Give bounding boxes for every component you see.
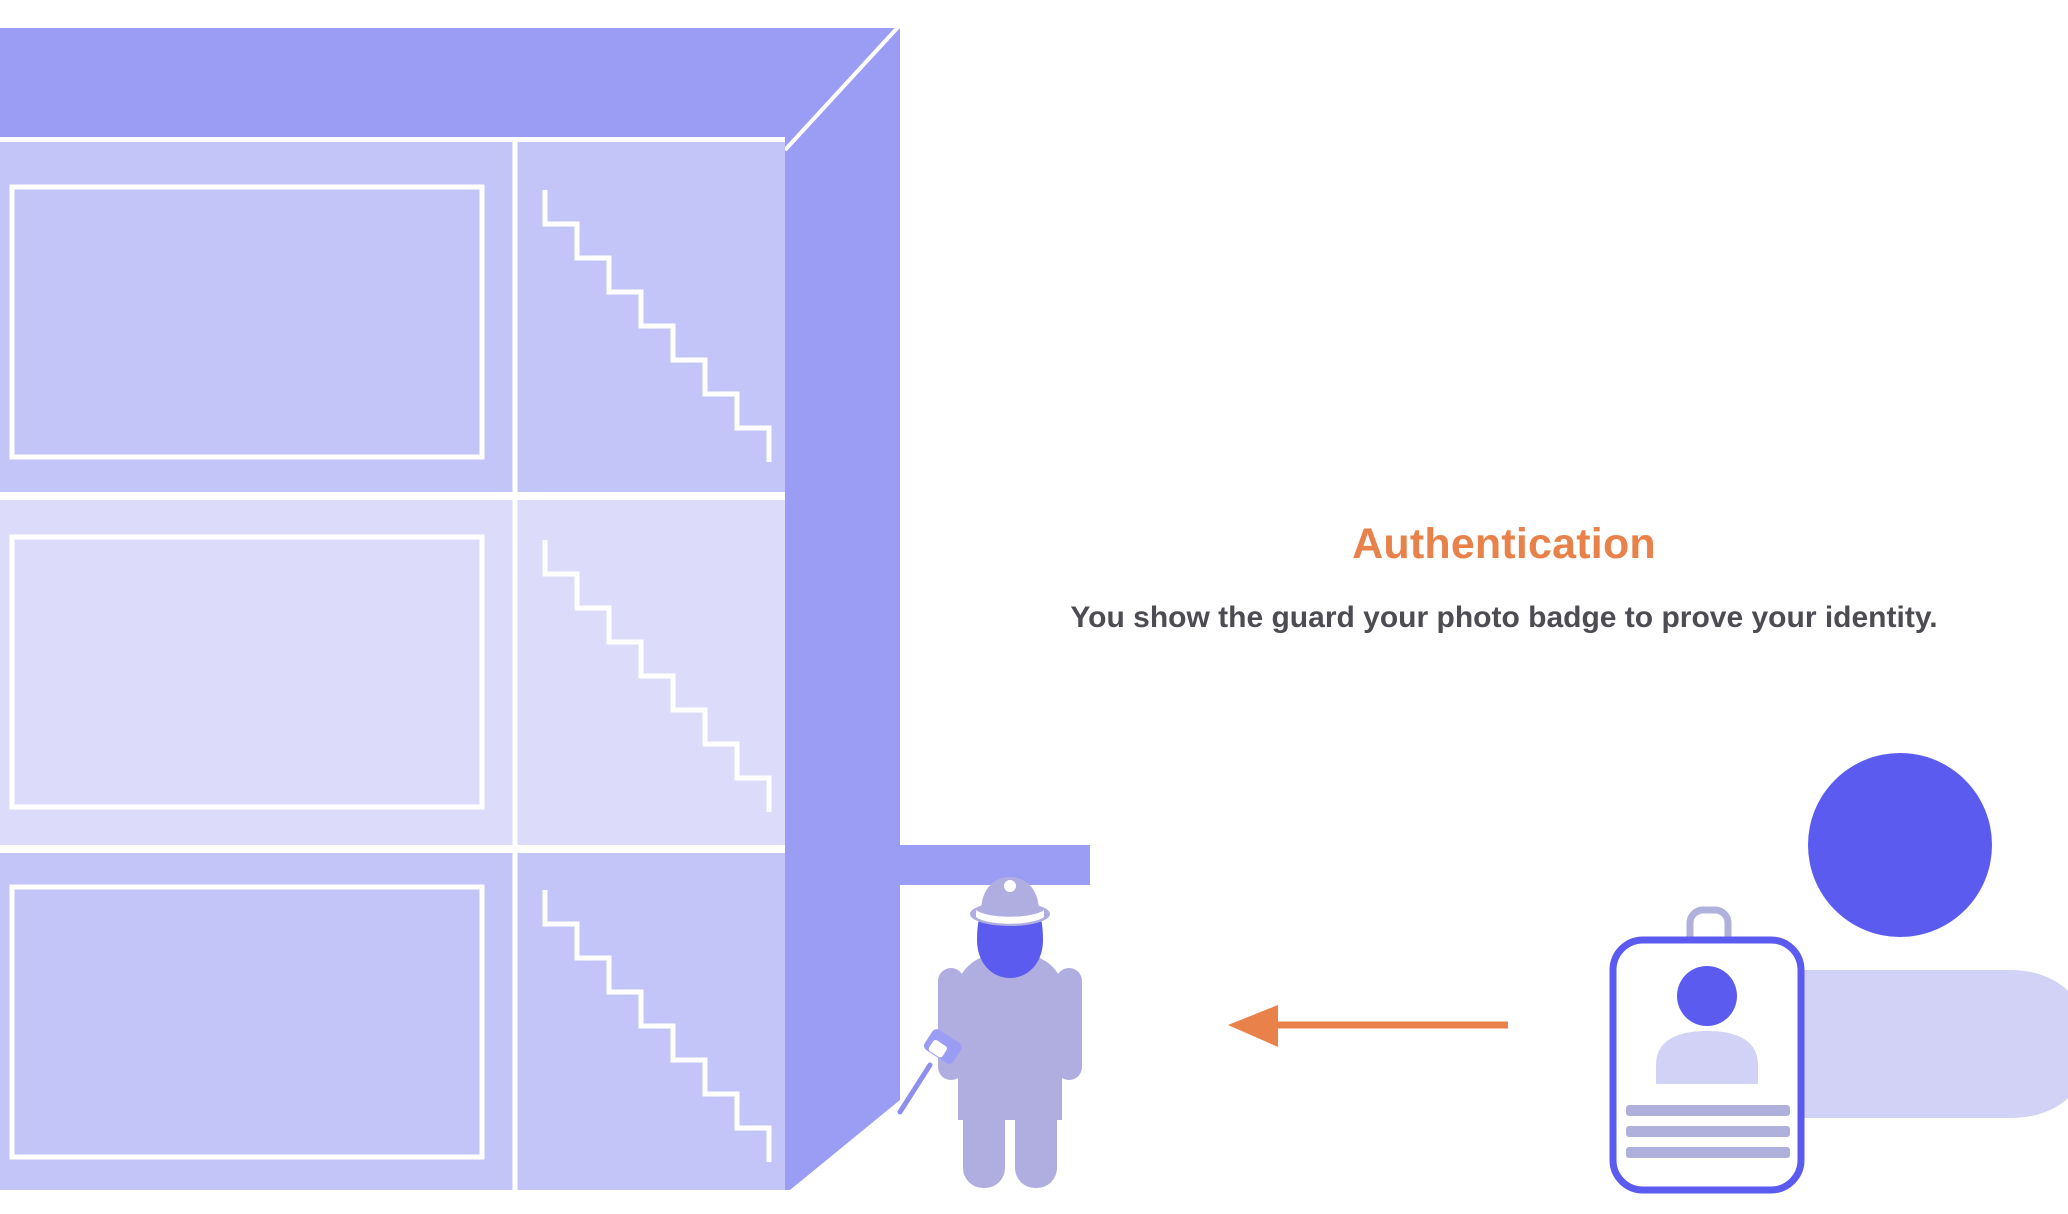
- badge-photo-shoulders-icon: [1656, 1031, 1758, 1084]
- badge-photo-head-icon: [1677, 966, 1737, 1026]
- guard-flashlight-beam: [897, 1062, 933, 1115]
- building-roof: [0, 28, 900, 137]
- guard-right-leg: [1015, 1078, 1057, 1188]
- floor-2-staircase: [542, 540, 772, 812]
- floor-1-room-outline: [9, 884, 485, 1160]
- floor-separator-2-1: [0, 845, 785, 853]
- entrance-canopy: [790, 845, 1090, 885]
- floor-3-room-outline: [9, 184, 485, 460]
- floor-separator-3-2: [0, 492, 785, 500]
- visitor-avatar: [1780, 753, 2068, 1118]
- floor-1-staircase: [542, 890, 772, 1162]
- guard-right-arm: [1056, 968, 1082, 1080]
- arrow-head-left-icon: [1228, 1005, 1278, 1047]
- floor-2-room-outline: [9, 534, 485, 810]
- office-building-cutaway: [0, 23, 1090, 1196]
- guard-cap-button: [1004, 880, 1016, 892]
- visitor-avatar-head-icon: [1808, 753, 1992, 937]
- building-floor-2: [0, 500, 785, 845]
- guard-cap-band: [976, 910, 1044, 924]
- photo-id-badge: [1609, 906, 1805, 1194]
- roof-corner-bevel-line: [783, 23, 902, 152]
- flow-arrow: [1228, 1005, 1508, 1047]
- guard-flashlight-icon: [923, 1029, 962, 1064]
- guard-left-leg: [963, 1078, 1005, 1188]
- security-guard-figure: [897, 877, 1082, 1188]
- visitor-avatar-body-icon: [1780, 970, 2068, 1118]
- building-side-wall: [785, 28, 900, 1190]
- badge-text-line: [1626, 1147, 1790, 1158]
- building-base-line: [0, 1190, 792, 1196]
- building-floor-3: [0, 142, 785, 492]
- floor-3-staircase: [542, 190, 772, 462]
- badge-text-line: [1626, 1105, 1790, 1116]
- badge-text-line: [1626, 1126, 1790, 1137]
- building-floor-1: [0, 853, 785, 1190]
